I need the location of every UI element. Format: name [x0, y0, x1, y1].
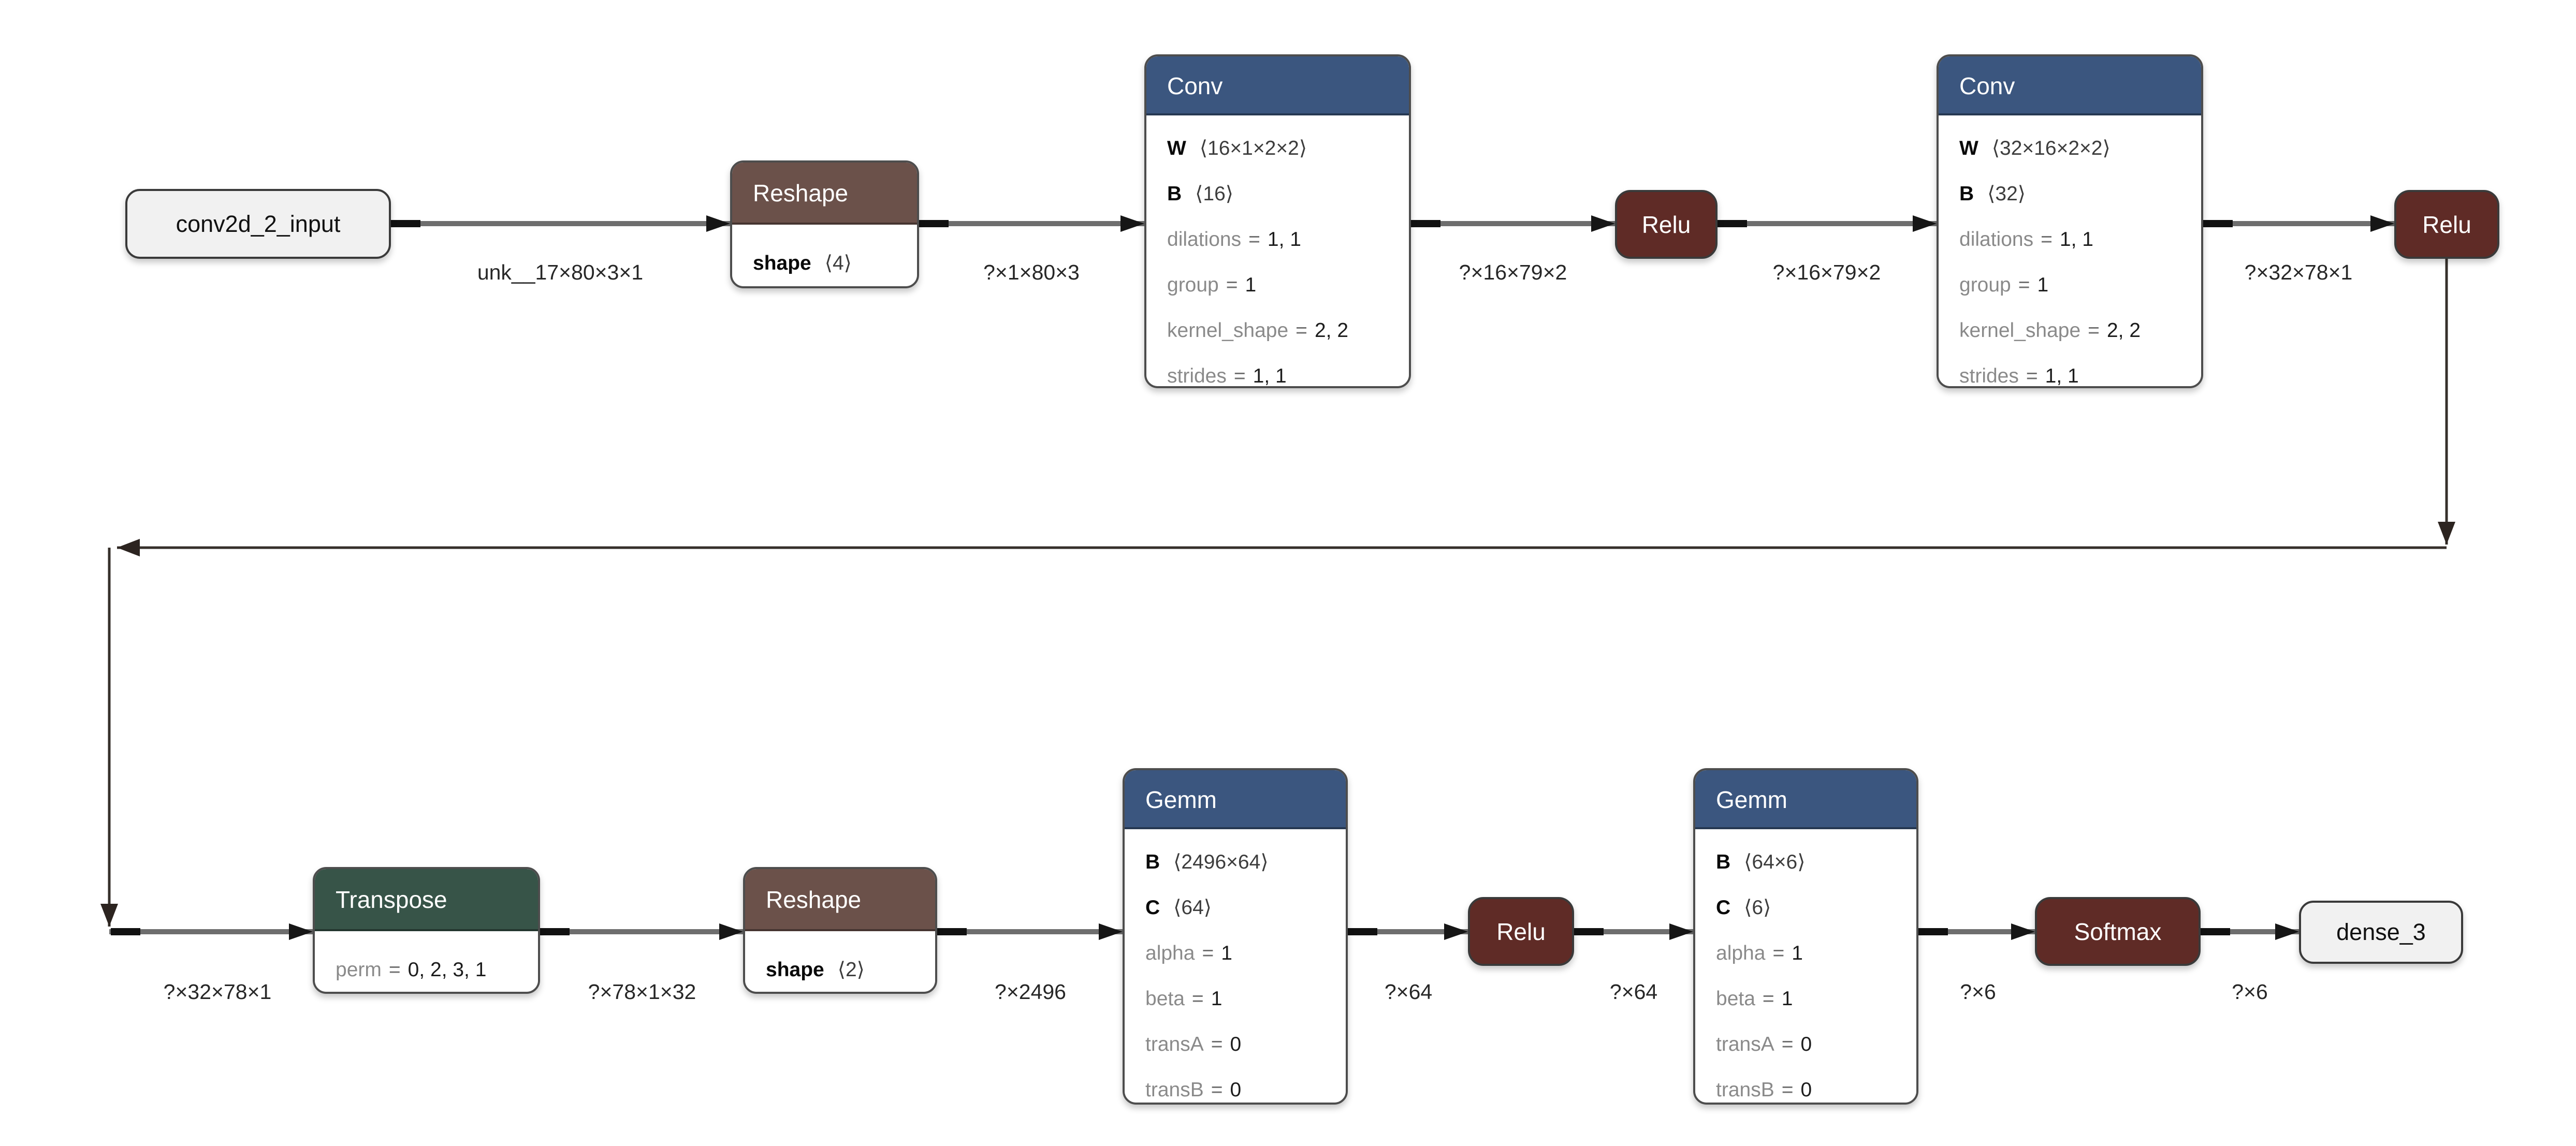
node-body: W⟨32×16×2×2⟩ B⟨32⟩ dilations=1, 1 group=…	[1939, 115, 2201, 387]
attr-row: kernel_shape=2, 2	[1167, 319, 1349, 342]
attr-row: beta=1	[1716, 988, 1793, 1010]
input-label: conv2d_2_input	[176, 210, 341, 237]
edge-label: ?×6	[2232, 980, 2268, 1004]
node-title: Relu	[2422, 211, 2471, 238]
param-row: B⟨64×6⟩	[1716, 851, 1806, 873]
attr-row: kernel_shape=2, 2	[1959, 319, 2141, 342]
edge-label: ?×1×80×3	[983, 260, 1080, 284]
attr-row: group=1	[1167, 274, 1257, 296]
param-row: C⟨64⟩	[1145, 897, 1212, 919]
node-relu-1[interactable]: Relu	[1615, 190, 1718, 259]
attr-row: perm=0, 2, 3, 1	[336, 959, 487, 981]
node-body: shape⟨2⟩	[745, 931, 935, 992]
attr-row: transA=0	[1716, 1033, 1812, 1055]
node-title: Gemm	[1695, 770, 1916, 829]
attr-row: dilations=1, 1	[1959, 228, 2093, 251]
edge-label: ?×32×78×1	[163, 980, 272, 1004]
param-row: shape⟨2⟩	[766, 959, 865, 981]
edge-label: ?×78×1×32	[588, 980, 696, 1004]
attr-row: beta=1	[1145, 988, 1222, 1010]
edge-label: ?×64	[1384, 980, 1433, 1004]
node-softmax[interactable]: Softmax	[2035, 897, 2201, 966]
param-row: B⟨32⟩	[1959, 183, 2026, 205]
edge-label: unk__17×80×3×1	[477, 260, 644, 284]
attr-row: alpha=1	[1716, 942, 1803, 964]
edge-label: ?×16×79×2	[1772, 260, 1881, 284]
node-title: Reshape	[745, 869, 935, 931]
edge-label: ?×2496	[995, 980, 1066, 1004]
param-row: C⟨6⟩	[1716, 897, 1771, 919]
edge-label: ?×64	[1609, 980, 1658, 1004]
attr-row: group=1	[1959, 274, 2049, 296]
node-body: B⟨64×6⟩ C⟨6⟩ alpha=1 beta=1 transA=0 tra…	[1695, 829, 1916, 1103]
attr-row: strides=1, 1	[1959, 365, 2079, 387]
output-label: dense_3	[2336, 919, 2426, 945]
node-reshape-1[interactable]: Reshape shape⟨4⟩	[730, 160, 919, 288]
param-row: shape⟨4⟩	[753, 252, 852, 274]
node-title: Reshape	[732, 163, 917, 225]
node-conv-2[interactable]: Conv W⟨32×16×2×2⟩ B⟨32⟩ dilations=1, 1 g…	[1937, 54, 2203, 388]
attr-row: transB=0	[1145, 1079, 1242, 1101]
node-relu-3[interactable]: Relu	[2394, 190, 2499, 259]
node-relu-2[interactable]: Relu	[1468, 897, 1574, 966]
edge-label: ?×32×78×1	[2244, 260, 2353, 284]
attr-row: alpha=1	[1145, 942, 1232, 964]
attr-row: strides=1, 1	[1167, 365, 1287, 387]
attr-row: transB=0	[1716, 1079, 1812, 1101]
attr-row: transA=0	[1145, 1033, 1242, 1055]
node-body: perm=0, 2, 3, 1	[315, 931, 538, 992]
node-title: Conv	[1146, 56, 1409, 115]
node-conv-1[interactable]: Conv W⟨16×1×2×2⟩ B⟨16⟩ dilations=1, 1 gr…	[1144, 54, 1411, 388]
node-title: Transpose	[315, 869, 538, 931]
node-gemm-1[interactable]: Gemm B⟨2496×64⟩ C⟨64⟩ alpha=1 beta=1 tra…	[1123, 768, 1348, 1105]
node-transpose[interactable]: Transpose perm=0, 2, 3, 1	[313, 867, 540, 994]
node-body: B⟨2496×64⟩ C⟨64⟩ alpha=1 beta=1 transA=0…	[1125, 829, 1346, 1103]
param-row: B⟨16⟩	[1167, 183, 1233, 205]
node-output-dense-3[interactable]: dense_3	[2299, 901, 2463, 964]
node-title: Softmax	[2074, 918, 2162, 945]
node-input-conv2d-2-input[interactable]: conv2d_2_input	[125, 189, 391, 259]
param-row: B⟨2496×64⟩	[1145, 851, 1269, 873]
node-title: Relu	[1641, 211, 1691, 238]
node-title: Relu	[1496, 918, 1546, 945]
node-body: shape⟨4⟩	[732, 225, 917, 286]
param-row: W⟨32×16×2×2⟩	[1959, 137, 2111, 159]
node-reshape-2[interactable]: Reshape shape⟨2⟩	[743, 867, 937, 994]
edge-label: ?×16×79×2	[1459, 260, 1567, 284]
edge-label: ?×6	[1960, 980, 1996, 1004]
node-body: W⟨16×1×2×2⟩ B⟨16⟩ dilations=1, 1 group=1…	[1146, 115, 1409, 387]
node-title: Gemm	[1125, 770, 1346, 829]
attr-row: dilations=1, 1	[1167, 228, 1301, 251]
node-gemm-2[interactable]: Gemm B⟨64×6⟩ C⟨6⟩ alpha=1 beta=1 transA=…	[1693, 768, 1918, 1105]
node-title: Conv	[1939, 56, 2201, 115]
param-row: W⟨16×1×2×2⟩	[1167, 137, 1307, 159]
